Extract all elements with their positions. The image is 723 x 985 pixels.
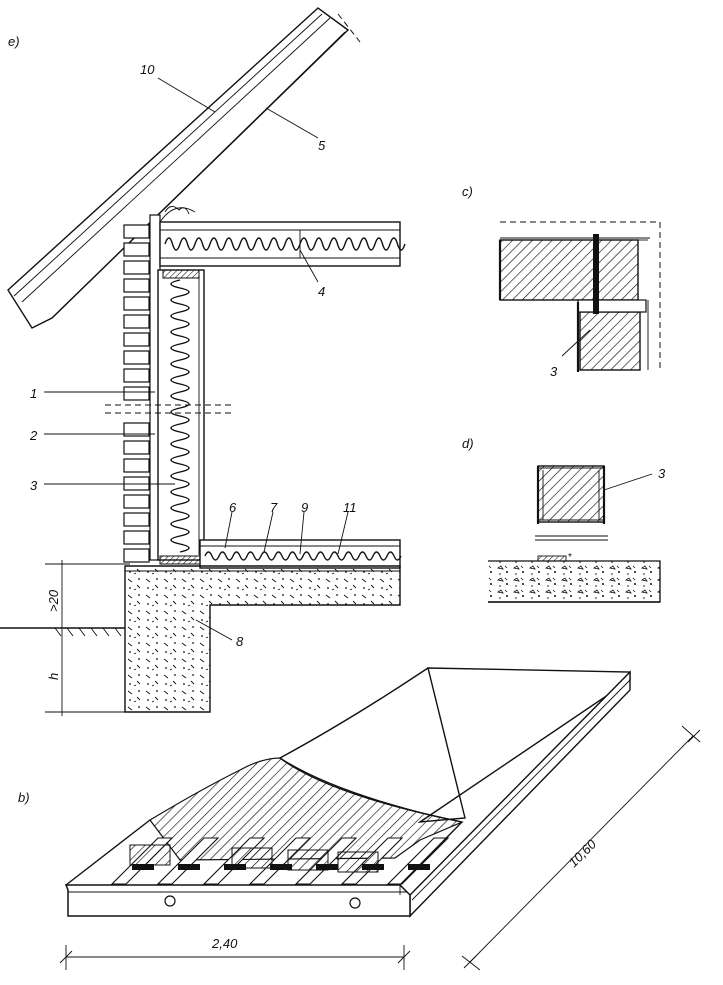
- brick: [123, 314, 150, 329]
- roof-rafter: [7, 7, 361, 329]
- break-line: [105, 404, 232, 414]
- callout-1: 1: [30, 386, 37, 401]
- height-dimension: >20 h: [45, 560, 130, 716]
- block: [231, 847, 273, 869]
- panel-b-prefab-element: 2,40 10,60 b): [18, 667, 701, 971]
- callout-11: 11: [343, 500, 357, 515]
- brick: [123, 458, 150, 473]
- panel-label-c: c): [462, 184, 473, 199]
- panel-e-wall-section: >20 h e) 10 5 4 1 2 3 6 7 9 11 8: [0, 7, 406, 716]
- block: [129, 844, 171, 866]
- wall-panel: [149, 214, 205, 561]
- panel-label-d: d): [462, 436, 474, 451]
- callout-10: 10: [140, 62, 155, 77]
- block: [287, 849, 329, 871]
- block: [337, 851, 379, 873]
- brick: [123, 494, 150, 509]
- dimension-length: 10,60: [566, 836, 600, 870]
- rib-shadow: [270, 864, 292, 870]
- brick: [123, 260, 150, 275]
- brick: [123, 242, 150, 257]
- callout-9: 9: [301, 500, 308, 515]
- brick: [123, 512, 150, 527]
- callout-4: 4: [318, 284, 325, 299]
- brick: [123, 422, 150, 437]
- rib: [156, 837, 220, 885]
- callout-5: 5: [318, 138, 326, 153]
- callout-2: 2: [29, 428, 38, 443]
- callout-3: 3: [30, 478, 38, 493]
- rib-shadow: [178, 864, 200, 870]
- brick: [123, 476, 150, 491]
- panel-label-e: e): [8, 34, 20, 49]
- callout-7: 7: [270, 500, 278, 515]
- callout-d-3: 3: [658, 466, 666, 481]
- rib-shadow: [408, 864, 430, 870]
- brick: [123, 368, 150, 383]
- callout-8: 8: [236, 634, 244, 649]
- dimension-width: 2,40: [211, 936, 238, 951]
- rib: [386, 837, 450, 885]
- brick-facade: [123, 224, 150, 563]
- rib-shadow: [132, 864, 154, 870]
- svg-text:*: *: [568, 552, 572, 563]
- panel-c-joint-detail: c) 3: [462, 184, 661, 379]
- brick: [123, 386, 150, 401]
- foundation: [124, 565, 401, 713]
- brick: [123, 548, 150, 563]
- panel-d-support-detail: * d) 3: [462, 436, 666, 603]
- ceiling-panel: [159, 206, 406, 267]
- dimension-h: h: [46, 673, 61, 680]
- brick: [123, 332, 150, 347]
- brick: [123, 530, 150, 545]
- brick: [123, 224, 150, 239]
- callout-6: 6: [229, 500, 237, 515]
- panel-label-b: b): [18, 790, 30, 805]
- brick: [123, 278, 150, 293]
- ground-line: [0, 627, 125, 637]
- callout-c-3: 3: [550, 364, 558, 379]
- callout-leaders: [44, 77, 349, 641]
- brick: [123, 296, 150, 311]
- brick: [123, 440, 150, 455]
- brick: [123, 350, 150, 365]
- dimension-min-height: >20: [46, 589, 61, 612]
